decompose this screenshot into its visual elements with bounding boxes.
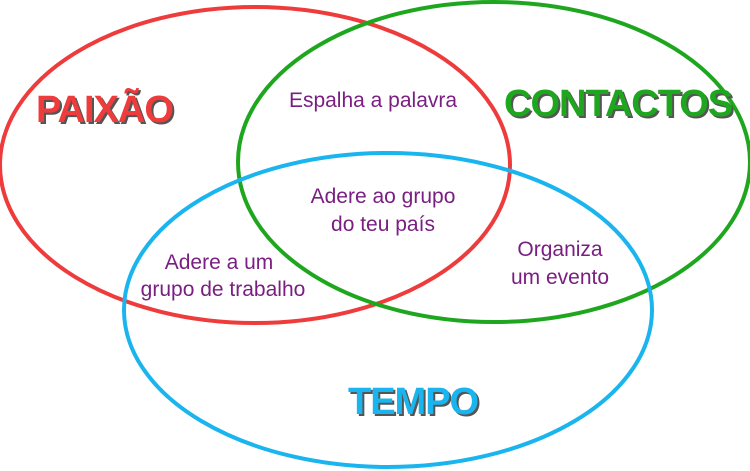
contactos-circle [236,0,750,324]
contactos-label: CONTACTOS CONTACTOS [504,83,735,127]
paixao-tempo-label-line1: Adere a um [165,251,274,274]
paixao-contactos-label: Espalha a palavra [289,89,457,112]
paixao-label: PAIXÃO PAIXÃO [36,87,176,133]
paixao-circle [0,5,512,325]
svg-text:CONTACTOS: CONTACTOS [504,83,732,125]
paixao-tempo-label-line2: grupo de trabalho [141,278,306,301]
svg-text:TEMPO: TEMPO [348,381,478,423]
svg-text:PAIXÃO: PAIXÃO [36,87,173,131]
svg-text:PAIXÃO: PAIXÃO [38,89,175,133]
tempo-circle [122,151,654,469]
svg-text:CONTACTOS: CONTACTOS [506,85,734,127]
all-three-label-line1: Adere ao grupo [311,185,456,208]
all-three-label-line2: do teu país [331,213,435,236]
tempo-label: TEMPO TEMPO [348,381,481,425]
svg-text:TEMPO: TEMPO [350,383,480,425]
contactos-tempo-label-line2: um evento [511,266,609,289]
contactos-tempo-label-line1: Organiza [517,238,603,261]
